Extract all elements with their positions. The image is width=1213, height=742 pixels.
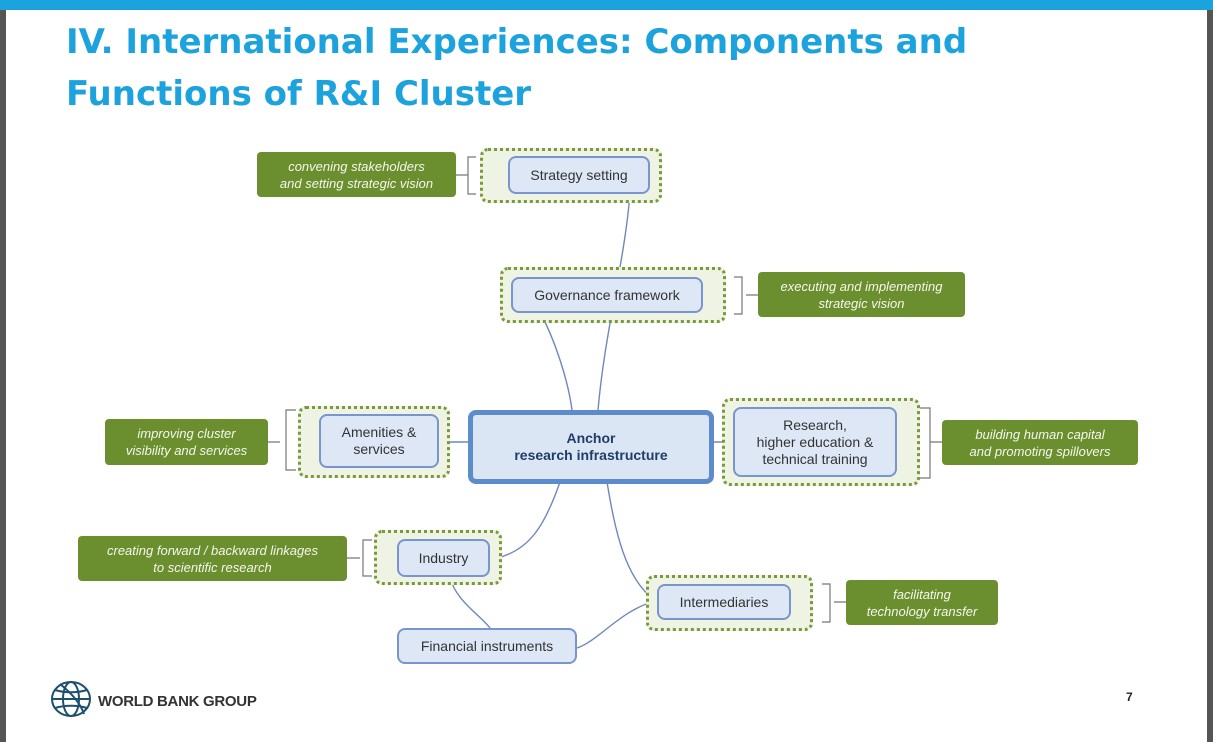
top-accent-bar [0,0,1213,10]
function-industry: creating forward / backward linkages to … [78,536,347,581]
node-intermediaries-label: Intermediaries [679,593,769,610]
bracket-research [920,407,942,479]
node-research-education: Research, higher education & technical t… [733,407,897,477]
globe-icon [50,680,92,723]
node-financial-instruments: Financial instruments [397,628,577,664]
bracket-amenities [268,409,296,471]
node-financial-label: Financial instruments [420,637,554,654]
function-strategy: convening stakeholders and setting strat… [257,152,456,197]
node-industry-label: Industry [418,549,469,566]
node-industry: Industry [397,539,490,577]
function-governance: executing and implementing strategic vis… [758,272,965,317]
node-anchor-research-infrastructure: Anchor research infrastructure [468,410,714,484]
node-governance-label: Governance framework [534,286,680,303]
function-research-label: building human capital and promoting spi… [969,426,1111,459]
connector-anchor-industry [496,481,561,559]
node-strategy-setting: Strategy setting [508,156,650,194]
function-amenities: improving cluster visibility and service… [105,419,268,465]
node-governance-framework: Governance framework [511,277,703,313]
bracket-strategy [456,156,476,195]
node-research-label: Research, higher education & technical t… [756,416,874,467]
node-intermediaries: Intermediaries [657,584,791,620]
right-frame-border [1207,10,1213,742]
bracket-industry [347,539,372,577]
node-anchor-label: Anchor research infrastructure [514,430,668,463]
node-strategy-label: Strategy setting [530,166,628,183]
world-bank-logo-text: WORLD BANK GROUP [98,693,257,710]
connector-governance-anchor [539,311,573,411]
function-industry-label: creating forward / backward linkages to … [107,542,318,575]
function-strategy-label: convening stakeholders and setting strat… [279,158,434,191]
function-intermediaries-label: facilitating technology transfer [866,586,978,619]
page-number: 7 [1126,690,1133,704]
world-bank-logo: WORLD BANK GROUP [50,680,257,723]
node-amenities-label: Amenities & services [341,424,417,457]
node-amenities-services: Amenities & services [319,414,439,468]
function-research: building human capital and promoting spi… [942,420,1138,465]
slide-title: IV. International Experiences: Component… [66,22,968,114]
left-frame-border [0,10,6,742]
function-intermediaries: facilitating technology transfer [846,580,998,625]
bracket-intermediaries [822,583,846,623]
function-governance-label: executing and implementing strategic vis… [780,278,943,311]
function-amenities-label: improving cluster visibility and service… [125,426,248,458]
bracket-governance [734,276,758,315]
